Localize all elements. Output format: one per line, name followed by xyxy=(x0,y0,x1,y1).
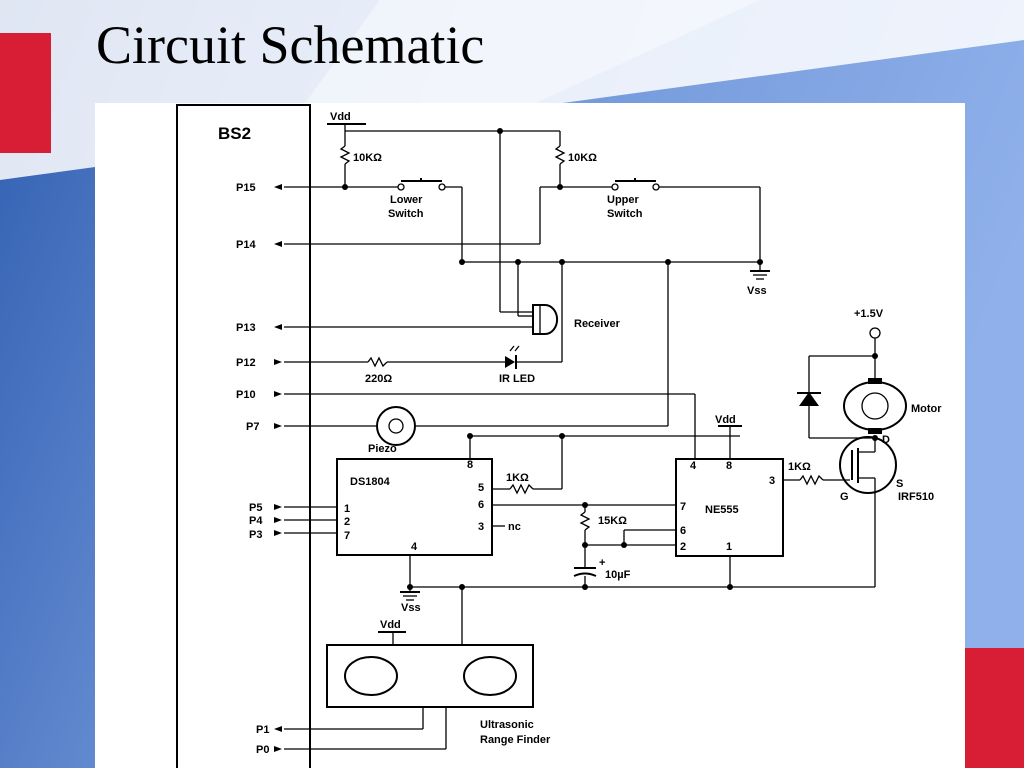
motor xyxy=(843,381,907,431)
pin-p1-label: P1 xyxy=(256,724,269,736)
pin-p15-label: P15 xyxy=(236,182,256,194)
pin-p13-label: P13 xyxy=(236,322,256,334)
circuit-diagram: BS2 P15 P14 P13 P12 P10 P7 P5 P4 P3 P1 P… xyxy=(176,104,942,768)
slide-title: Circuit Schematic xyxy=(96,15,485,75)
supply-terminal xyxy=(869,327,881,339)
ir-led-resistor xyxy=(367,356,388,368)
svg-text:6: 6 xyxy=(680,525,686,537)
vdd-label-top: Vdd xyxy=(330,111,351,123)
vss-label-top: Vss xyxy=(747,285,767,297)
svg-text:5: 5 xyxy=(478,482,484,494)
mosfet-d-label: D xyxy=(882,434,890,446)
mosfet-g-label: G xyxy=(840,491,849,503)
rangefinder-label-2: Range Finder xyxy=(480,734,551,746)
lower-switch-label-1: Lower xyxy=(390,194,423,206)
vss-label-bottom: Vss xyxy=(401,602,421,614)
gate-resistor-1k xyxy=(799,474,824,486)
svg-text:7: 7 xyxy=(680,501,686,513)
supply-label: +1.5V xyxy=(854,308,884,320)
mosfet-label: IRF510 xyxy=(898,491,934,503)
ir-led-resistor-label: 220Ω xyxy=(365,373,392,385)
svg-text:4: 4 xyxy=(411,541,418,553)
ds-resistor-label: 1KΩ xyxy=(506,472,529,484)
pin-p5-label: P5 xyxy=(249,502,262,514)
pin-p0-label: P0 xyxy=(256,744,269,756)
pullup-resistor-1-label: 10KΩ xyxy=(353,152,382,164)
vdd-label-555: Vdd xyxy=(715,414,736,426)
svg-text:3: 3 xyxy=(769,475,775,487)
ultrasonic-rangefinder xyxy=(326,644,534,708)
timing-resistor-label: 15KΩ xyxy=(598,515,627,527)
pin-p12-label: P12 xyxy=(236,357,256,369)
piezo-label: Piezo xyxy=(368,443,397,455)
mosfet-s-label: S xyxy=(896,478,903,490)
ne555-label: NE555 xyxy=(705,504,739,516)
bs2-module xyxy=(176,104,311,768)
accent-bar-right xyxy=(965,648,1024,768)
svg-text:2: 2 xyxy=(344,516,350,528)
svg-text:8: 8 xyxy=(467,459,473,471)
mosfet-irf510 xyxy=(839,436,897,494)
accent-bar-left xyxy=(0,33,51,153)
capacitor-polarity: + xyxy=(599,557,605,569)
pin-p14-label: P14 xyxy=(236,239,256,251)
upper-switch-label-1: Upper xyxy=(607,194,640,206)
ir-led-label: IR LED xyxy=(499,373,535,385)
svg-text:8: 8 xyxy=(726,460,732,472)
svg-text:3: 3 xyxy=(478,521,484,533)
timing-resistor-15k xyxy=(579,511,591,531)
svg-text:2: 2 xyxy=(680,541,686,553)
lower-switch-label-2: Switch xyxy=(388,208,424,220)
pin-p7-label: P7 xyxy=(246,421,259,433)
upper-switch-label-2: Switch xyxy=(607,208,643,220)
svg-text:1: 1 xyxy=(344,503,350,515)
bs2-label: BS2 xyxy=(218,124,251,143)
vdd-label-rangefinder: Vdd xyxy=(380,619,401,631)
pullup-resistor-2-label: 10KΩ xyxy=(568,152,597,164)
capacitor-label: 10µF xyxy=(605,569,631,581)
svg-text:4: 4 xyxy=(690,460,697,472)
svg-text:1: 1 xyxy=(726,541,732,553)
receiver-label: Receiver xyxy=(574,318,621,330)
flyback-diode xyxy=(799,392,819,406)
svg-text:7: 7 xyxy=(344,530,350,542)
schematic-panel: BS2 P15 P14 P13 P12 P10 P7 P5 P4 P3 P1 P… xyxy=(95,103,965,768)
pullup-resistor-1 xyxy=(339,145,351,165)
pin-p10-label: P10 xyxy=(236,389,256,401)
ds-resistor-1k xyxy=(509,483,534,495)
ir-led xyxy=(505,356,515,368)
svg-text:6: 6 xyxy=(478,499,484,511)
gate-resistor-label: 1KΩ xyxy=(788,461,811,473)
rangefinder-label-1: Ultrasonic xyxy=(480,719,534,731)
pin-p3-label: P3 xyxy=(249,529,262,541)
ir-receiver xyxy=(532,304,559,335)
pin-p4-label: P4 xyxy=(249,515,263,527)
ds1804-label: DS1804 xyxy=(350,476,391,488)
motor-label: Motor xyxy=(911,403,942,415)
nc-label: nc xyxy=(508,521,521,533)
pullup-resistor-2 xyxy=(554,145,566,165)
piezo-buzzer xyxy=(376,406,416,446)
